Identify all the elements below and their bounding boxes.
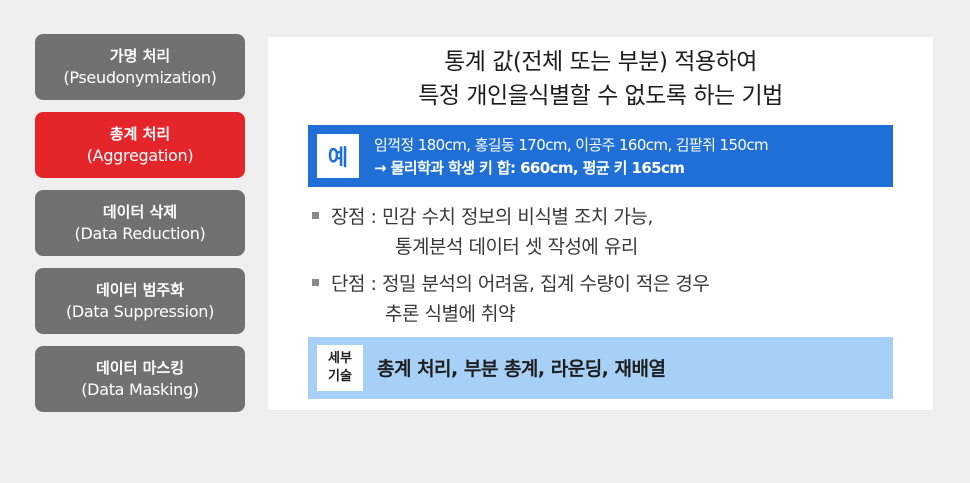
pros-continuation: 통계분석 데이터 셋 작성에 유리 — [395, 236, 638, 258]
pros-text: 장점 : 민감 수치 정보의 비식별 조치 가능, — [331, 206, 653, 228]
sidebar-item-subtitle: (Data Suppression) — [65, 302, 215, 321]
headline-line-1: 통계 값(전체 또는 부분) 적용하여 — [444, 49, 757, 75]
content-panel: 통계 값(전체 또는 부분) 적용하여 특정 개인을식별할 수 없도록 하는 기… — [268, 37, 933, 410]
pros-item: 장점 : 민감 수치 정보의 비식별 조치 가능, — [312, 203, 653, 231]
sidebar-item-title: 총계 처리 — [109, 125, 171, 143]
example-box: 예 임꺽정 180cm, 홍길동 170cm, 이공주 160cm, 김팥쥐 1… — [308, 125, 893, 187]
page-title: 통계 값(전체 또는 부분) 적용하여 특정 개인을식별할 수 없도록 하는 기… — [268, 45, 933, 113]
sidebar-item-subtitle: (Pseudonymization) — [63, 68, 217, 87]
square-bullet-icon — [312, 279, 319, 286]
sidebar-item-pseudonymization[interactable]: 가명 처리 (Pseudonymization) — [35, 34, 245, 100]
example-badge: 예 — [317, 134, 359, 178]
detail-badge: 세부 기술 — [317, 345, 363, 391]
square-bullet-icon — [312, 212, 319, 219]
sidebar-item-subtitle: (Data Reduction) — [74, 224, 206, 243]
cons-text: 단점 : 정밀 분석의 어려움, 집계 수량이 적은 경우 — [331, 273, 710, 295]
sidebar-item-title: 데이터 마스킹 — [95, 359, 185, 377]
sidebar-item-data-suppression[interactable]: 데이터 범주화 (Data Suppression) — [35, 268, 245, 334]
example-result-line: → 물리학과 학생 키 합: 660cm, 평균 키 165cm — [374, 159, 685, 177]
detail-badge-line-1: 세부 — [328, 351, 352, 366]
example-data-line: 임꺽정 180cm, 홍길동 170cm, 이공주 160cm, 김팥쥐 150… — [374, 136, 769, 154]
detail-text: 총계 처리, 부분 총계, 라운딩, 재배열 — [377, 358, 666, 380]
sidebar-item-data-masking[interactable]: 데이터 마스킹 (Data Masking) — [35, 346, 245, 412]
detail-badge-line-2: 기술 — [328, 369, 352, 384]
sidebar-item-title: 가명 처리 — [109, 47, 171, 65]
sidebar-item-title: 데이터 범주화 — [95, 281, 185, 299]
cons-item: 단점 : 정밀 분석의 어려움, 집계 수량이 적은 경우 — [312, 270, 710, 298]
sidebar-item-aggregation[interactable]: 총계 처리 (Aggregation) — [35, 112, 245, 178]
sidebar-item-title: 데이터 삭제 — [102, 203, 178, 221]
detail-technique-box: 세부 기술 총계 처리, 부분 총계, 라운딩, 재배열 — [308, 337, 893, 399]
sidebar-item-subtitle: (Data Masking) — [81, 380, 199, 399]
headline-line-2: 특정 개인을식별할 수 없도록 하는 기법 — [418, 83, 783, 109]
cons-continuation: 추론 식별에 취약 — [385, 303, 515, 325]
sidebar-item-data-reduction[interactable]: 데이터 삭제 (Data Reduction) — [35, 190, 245, 256]
sidebar-item-subtitle: (Aggregation) — [86, 146, 194, 165]
